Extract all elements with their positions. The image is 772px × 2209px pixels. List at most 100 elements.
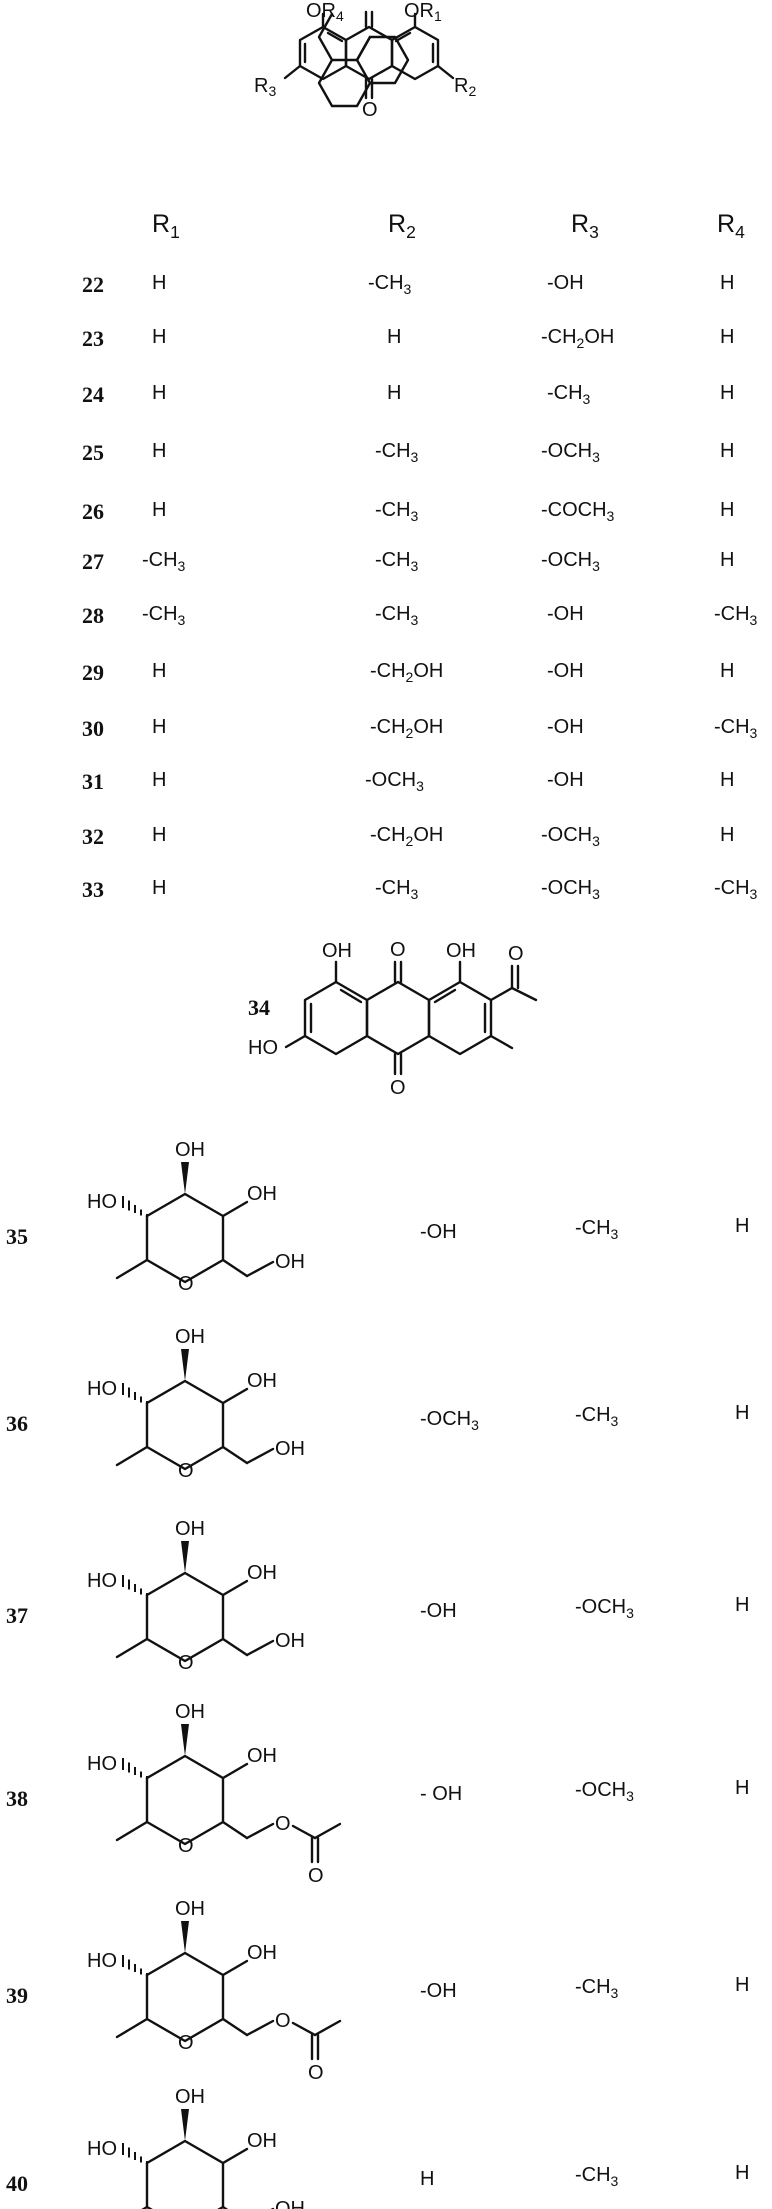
- cell-r2: H: [387, 326, 401, 348]
- compound-number-25: 25: [82, 440, 104, 465]
- cell-r3: -OH: [547, 769, 584, 791]
- table-row: 28 -CH3 -CH3 -OH -CH3: [82, 603, 758, 628]
- sugar-col-a: -OCH3: [420, 1408, 479, 1433]
- compound-number-24: 24: [82, 382, 104, 407]
- cell-r2: H: [387, 382, 401, 404]
- cell-r1: H: [152, 382, 166, 404]
- sugar-oh-tail: OH: [275, 1630, 305, 1652]
- sugar-ho-left: HO: [87, 2138, 117, 2160]
- cell-r4: -CH3: [714, 603, 758, 628]
- c34-o-acetyl: O: [508, 943, 524, 965]
- compound-number-36: 36: [6, 1411, 28, 1436]
- cell-r1: H: [152, 272, 166, 294]
- pyranose-ring: [145, 1192, 225, 1284]
- cell-r2: -CH3: [375, 603, 419, 628]
- c34-oh-left: OH: [322, 940, 352, 962]
- compound-number-22: 22: [82, 272, 104, 297]
- cell-r1: H: [152, 440, 166, 462]
- compound-number-33: 33: [82, 877, 104, 902]
- cell-r2: -OCH3: [365, 769, 424, 794]
- cell-r3: -COCH3: [541, 499, 615, 524]
- left-benzene-ring: [298, 25, 348, 81]
- sugar-o-carbonyl: O: [308, 1865, 324, 1887]
- cell-r3: -OH: [547, 603, 584, 625]
- sugar-col-b: -CH3: [575, 1404, 619, 1429]
- sugar-ho-left: HO: [87, 1570, 117, 1592]
- pyranose-ring: [145, 1754, 225, 1846]
- sugar-col-a: - OH: [420, 1783, 462, 1805]
- cell-r3: -OCH3: [541, 824, 600, 849]
- wedge-bond: [181, 1349, 189, 1381]
- sugar-o-carbonyl: O: [308, 2062, 324, 2084]
- sugar-col-c: H: [735, 1974, 749, 1996]
- sugar-oh-top: OH: [175, 1701, 205, 1723]
- cell-r2: -CH2OH: [370, 824, 443, 849]
- sugar-oh-tail: OH: [275, 1438, 305, 1460]
- sugar-oh-top: OH: [175, 2086, 205, 2108]
- sugar-col-b: -OCH3: [575, 1596, 634, 1621]
- core-labels: OR4 OR1 R3 R2 O: [254, 0, 476, 121]
- middle-quinone-ring: [344, 25, 394, 81]
- cell-r1: H: [152, 660, 166, 682]
- compound-number-38: 38: [6, 1786, 28, 1811]
- cell-r2: -CH3: [375, 877, 419, 902]
- cell-r1: H: [152, 877, 166, 899]
- sugar-oh-right: OH: [247, 2130, 277, 2152]
- wedge-bond: [181, 1541, 189, 1573]
- sugar-col-c: H: [735, 1215, 749, 1237]
- compound-34-structure: OH OH O O O HO 34: [248, 939, 538, 1099]
- cell-r1: H: [152, 326, 166, 348]
- compound-number-28: 28: [82, 603, 104, 628]
- cell-r3: -OH: [547, 660, 584, 682]
- core-r2-label: R2: [454, 75, 476, 99]
- pyranose-ring: [145, 1379, 225, 1471]
- sugar-col-a: -OH: [420, 1980, 457, 2002]
- cell-r1: H: [152, 716, 166, 738]
- sugar-oh-tail: OH: [275, 2198, 305, 2209]
- left-ring: [317, 58, 372, 108]
- pyranose-ring: [145, 2139, 225, 2209]
- compound-number-26: 26: [82, 499, 104, 524]
- sugar-ho-left: HO: [87, 1191, 117, 1213]
- cell-r1: -CH3: [142, 549, 186, 574]
- sugar-oh-tail: OH: [275, 1251, 305, 1273]
- cell-r4: H: [720, 326, 734, 348]
- header-r4: R4: [717, 210, 745, 242]
- wedge-bond: [181, 1162, 189, 1194]
- sugar-o-ring: O: [178, 1652, 194, 1674]
- cell-r4: H: [720, 549, 734, 571]
- cell-r4: H: [720, 660, 734, 682]
- sugar-oh-right: OH: [247, 1370, 277, 1392]
- sugar-oh-top: OH: [175, 1518, 205, 1540]
- header-r2: R2: [388, 210, 416, 242]
- anthraquinone-core-structure: [283, 10, 455, 108]
- cell-r2: -CH3: [375, 440, 419, 465]
- compound-number-31: 31: [82, 769, 104, 794]
- cell-r4: H: [720, 824, 734, 846]
- compound-number-23: 23: [82, 326, 104, 351]
- sugar-col-a: H: [420, 2168, 434, 2190]
- cell-r1: -CH3: [142, 603, 186, 628]
- sugar-oh-right: OH: [247, 1745, 277, 1767]
- sugar-ho-left: HO: [87, 1753, 117, 1775]
- cell-r4: H: [720, 382, 734, 404]
- cell-r3: -OH: [547, 272, 584, 294]
- sugar-col-b: -OCH3: [575, 1779, 634, 1804]
- cell-r4: H: [720, 769, 734, 791]
- cell-r4: H: [720, 499, 734, 521]
- cell-r4: -CH3: [714, 877, 758, 902]
- sugar-col-a: -OH: [420, 1221, 457, 1243]
- c34-right-ring: [427, 980, 493, 1056]
- sugar-oh-right: OH: [247, 1183, 277, 1205]
